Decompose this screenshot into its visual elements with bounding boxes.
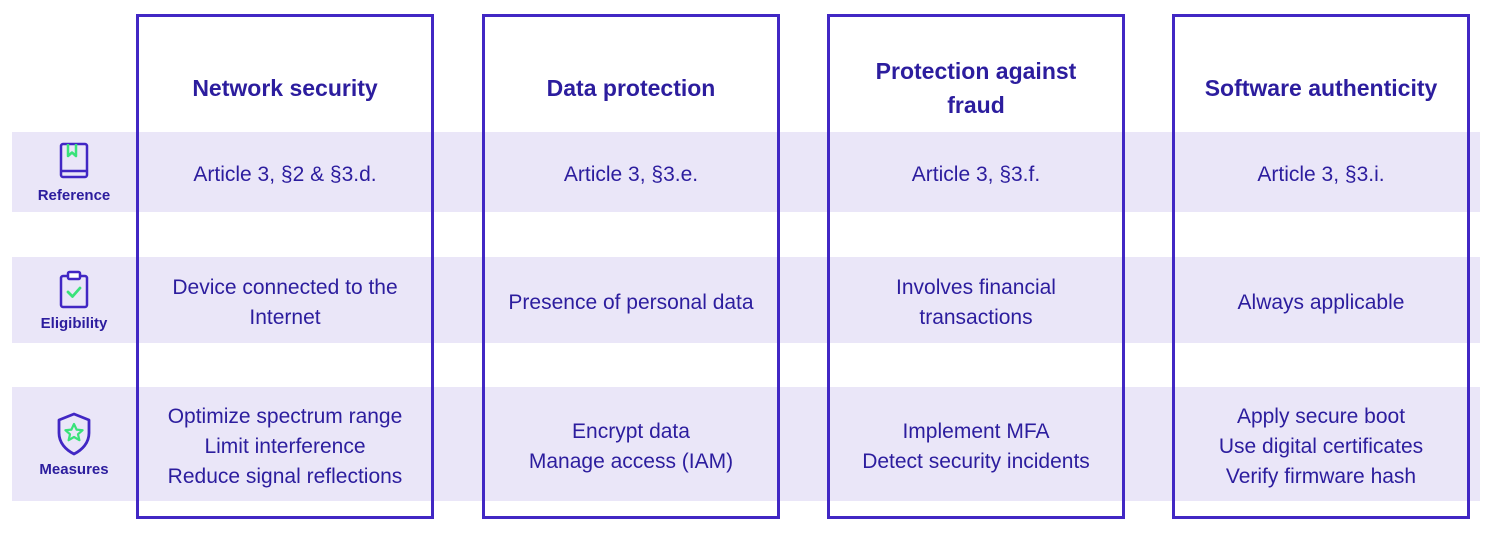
measures-row-band bbox=[12, 387, 1480, 501]
column-software-authenticity: Software authenticity Article 3, §3.i. A… bbox=[1172, 14, 1470, 519]
shield-star-icon bbox=[57, 412, 91, 455]
measure-item: Optimize spectrum range bbox=[167, 405, 403, 428]
book-bookmark-icon bbox=[59, 142, 89, 178]
column-header: Network security bbox=[192, 75, 378, 101]
measure-item: Limit interference bbox=[204, 435, 366, 458]
reference-cell: Article 3, §3.i. bbox=[1257, 163, 1385, 186]
eligibility-line: Device connected to the bbox=[172, 276, 398, 299]
reference-cell: Article 3, §2 & §3.d. bbox=[193, 163, 377, 186]
reference-row-band bbox=[12, 132, 1480, 212]
eligibility-line: transactions bbox=[919, 306, 1033, 329]
reference-cell: Article 3, §3.f. bbox=[911, 163, 1041, 186]
measures-cell: Apply secure boot Use digital certificat… bbox=[1175, 390, 1467, 504]
reference-cell: Article 3, §3.e. bbox=[563, 163, 699, 186]
column-header: Data protection bbox=[546, 75, 716, 101]
measure-item: Reduce signal reflections bbox=[167, 465, 403, 488]
measure-item: Implement MFA bbox=[902, 420, 1050, 443]
measure-item: Use digital certificates bbox=[1218, 435, 1424, 458]
row-label-reference: Reference bbox=[12, 132, 136, 212]
row-label-text: Measures bbox=[39, 460, 109, 478]
eligibility-cell: Presence of personal data bbox=[485, 260, 777, 346]
measures-cell: Encrypt data Manage access (IAM) bbox=[485, 390, 777, 504]
measure-item: Encrypt data bbox=[572, 420, 690, 443]
column-header: Software authenticity bbox=[1204, 75, 1438, 101]
row-label-eligibility: Eligibility bbox=[12, 257, 136, 343]
row-label-text: Reference bbox=[37, 186, 111, 204]
column-network-security: Network security Article 3, §2 & §3.d. D… bbox=[136, 14, 434, 519]
clipboard-check-icon bbox=[59, 270, 89, 308]
eligibility-row-band bbox=[12, 257, 1480, 343]
measures-cell: Optimize spectrum range Limit interferen… bbox=[139, 390, 431, 504]
measure-item: Manage access (IAM) bbox=[528, 450, 734, 473]
eligibility-line: Presence of personal data bbox=[508, 291, 754, 314]
measure-item: Detect security incidents bbox=[862, 450, 1090, 473]
measure-item: Verify firmware hash bbox=[1225, 465, 1417, 488]
measures-cell: Implement MFA Detect security incidents bbox=[830, 390, 1122, 504]
column-protection-against-fraud: Protection against fraud Article 3, §3.f… bbox=[827, 14, 1125, 519]
eligibility-line: Always applicable bbox=[1237, 291, 1405, 314]
eligibility-cell: Involves financial transactions bbox=[830, 260, 1122, 346]
measure-item: Apply secure boot bbox=[1236, 405, 1406, 428]
eligibility-line: Involves financial bbox=[896, 276, 1056, 299]
eligibility-line: Internet bbox=[249, 306, 321, 329]
eligibility-cell: Always applicable bbox=[1175, 260, 1467, 346]
row-label-text: Eligibility bbox=[40, 314, 108, 332]
column-header: Protection against fraud bbox=[875, 58, 1077, 118]
eligibility-cell: Device connected to the Internet bbox=[139, 260, 431, 346]
column-data-protection: Data protection Article 3, §3.e. Presenc… bbox=[482, 14, 780, 519]
row-label-measures: Measures bbox=[12, 387, 136, 501]
